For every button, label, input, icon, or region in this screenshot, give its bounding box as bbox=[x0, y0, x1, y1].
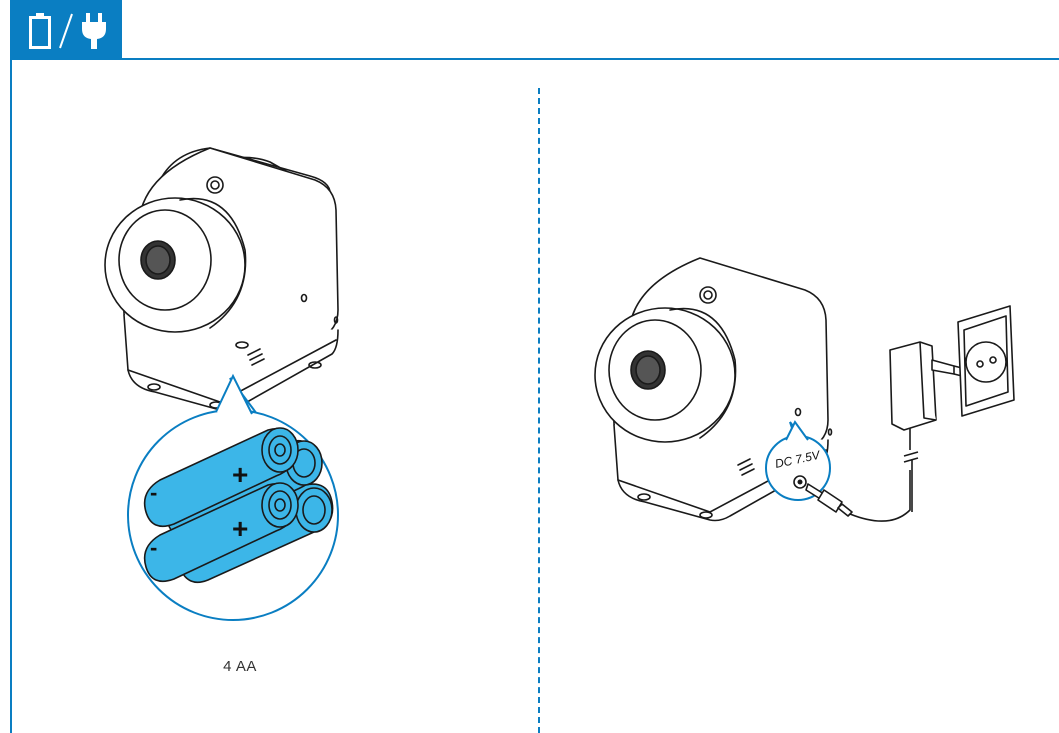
projector-battery-illustration: + + - - bbox=[104, 147, 339, 621]
battery-caption: 4 AA bbox=[223, 658, 257, 675]
battery-minus-sign-bottom: - bbox=[150, 535, 157, 560]
power-plug-icon bbox=[82, 13, 106, 49]
header-rule bbox=[10, 58, 1059, 60]
battery-plus-sign-top: + bbox=[232, 459, 248, 490]
left-border bbox=[10, 58, 12, 733]
slash-separator bbox=[59, 13, 73, 49]
projector-power-illustration: DC 7.5V bbox=[594, 257, 1015, 522]
header-badge bbox=[10, 0, 122, 60]
battery-minus-sign-top: - bbox=[150, 480, 157, 505]
panel-divider bbox=[538, 88, 540, 733]
battery-plus-sign-bottom: + bbox=[232, 513, 248, 544]
battery-icon bbox=[29, 13, 51, 49]
